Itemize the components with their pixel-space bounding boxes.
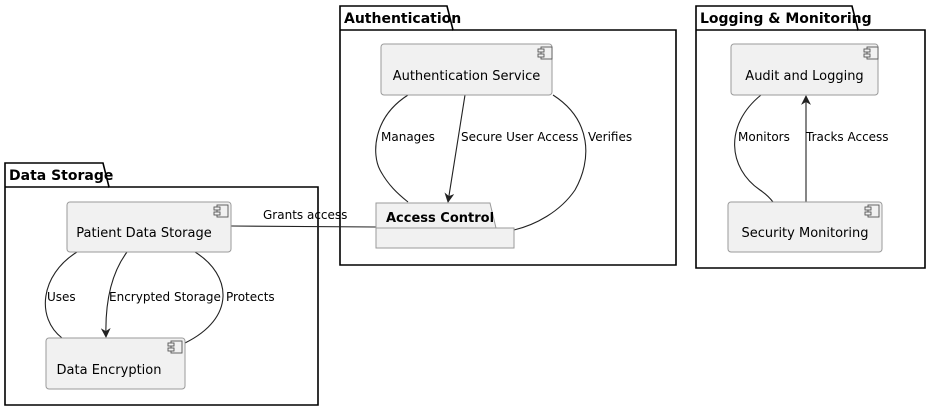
component-audit-logging[interactable]: Audit and Logging <box>730 43 879 96</box>
edge-label-secure-user-access: Secure User Access <box>461 130 578 144</box>
component-authentication-service[interactable]: Authentication Service <box>380 43 553 96</box>
edge-grants-access <box>230 225 377 228</box>
component-label: Audit and Logging <box>745 69 863 84</box>
edge-monitors <box>734 94 774 203</box>
component-label: Authentication Service <box>393 69 541 84</box>
component-access-control[interactable]: Access Control <box>375 202 515 249</box>
edge-label-grants-access: Grants access <box>263 208 347 222</box>
component-icon <box>863 46 879 60</box>
component-icon <box>537 46 553 60</box>
component-icon <box>167 340 183 354</box>
component-icon <box>864 204 880 218</box>
edge-label-verifies: Verifies <box>588 130 632 144</box>
edge-manages <box>375 94 409 203</box>
package-title: Data Storage <box>9 168 113 184</box>
edge-secure-user-access <box>444 94 466 203</box>
edge-uses <box>44 251 78 339</box>
edge-verifies <box>513 94 587 231</box>
edge-label-protects: Protects <box>226 290 275 304</box>
edge-label-manages: Manages <box>381 130 435 144</box>
edge-label-encrypted-storage: Encrypted Storage <box>109 290 221 304</box>
component-label: Data Encryption <box>57 363 162 378</box>
component-security-monitoring[interactable]: Security Monitoring <box>727 201 883 253</box>
component-label: Patient Data Storage <box>76 226 211 241</box>
package-title: Logging & Monitoring <box>700 11 872 27</box>
edge-encrypted-storage <box>100 251 128 338</box>
component-data-encryption[interactable]: Data Encryption <box>45 337 186 390</box>
edge-protects <box>184 251 224 344</box>
component-label: Security Monitoring <box>741 226 868 241</box>
component-patient-data-storage[interactable]: Patient Data Storage <box>66 201 232 253</box>
component-icon <box>213 204 229 218</box>
edges: Manages Secure User Access Verifies Moni… <box>44 94 889 344</box>
component-label: Access Control <box>386 211 494 226</box>
package-title: Authentication <box>344 11 461 27</box>
edge-label-monitors: Monitors <box>738 130 790 144</box>
edge-label-uses: Uses <box>47 290 76 304</box>
edge-label-tracks-access: Tracks Access <box>805 130 889 144</box>
